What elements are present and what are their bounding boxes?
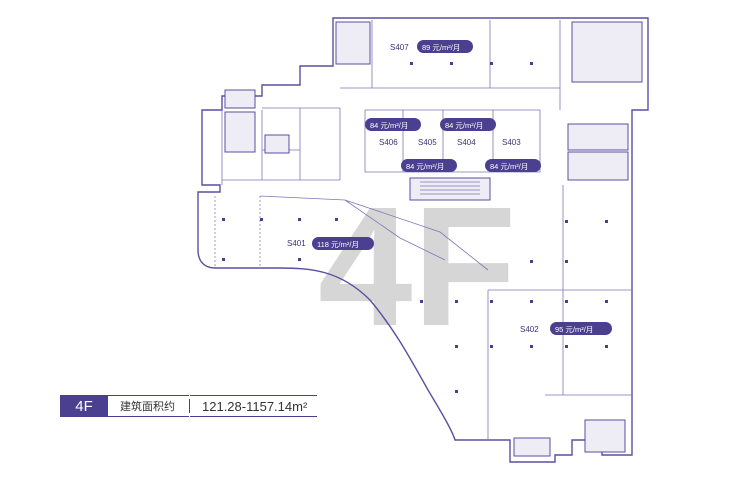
stair-core-n [335,21,371,65]
stair-core-ne [571,21,643,83]
area-legend: 4F 建筑面积约 121.28-1157.14m² [60,395,318,417]
area-label: 建筑面积约 [108,395,189,417]
area-value: 121.28-1157.14m² [190,395,318,417]
stair-core-s [584,419,626,453]
columns [222,62,608,393]
svg-text:84 元/m²/月: 84 元/m²/月 [445,121,483,130]
svg-text:84 元/m²/月: 84 元/m²/月 [370,121,408,130]
wall-s402 [487,185,632,440]
price-pill-s402: 95 元/m²/月 [550,322,612,335]
floor-tag: 4F [60,395,108,417]
price-pill-s405: 84 元/m²/月 [401,159,457,172]
atrium-edge [259,195,489,271]
price-pill-s404: 84 元/m²/月 [440,118,496,131]
wall-top [340,20,561,110]
escalator-steps [420,181,480,195]
svg-text:95 元/m²/月: 95 元/m²/月 [555,325,593,334]
svg-text:84 元/m²/月: 84 元/m²/月 [490,162,528,171]
wall-s401 [214,196,261,268]
building-outline [197,17,649,463]
price-pill-s403: 84 元/m²/月 [485,159,541,172]
price-pill-s407: 89 元/m²/月 [417,40,473,53]
svg-text:118 元/m²/月: 118 元/m²/月 [317,240,359,249]
svg-text:84 元/m²/月: 84 元/m²/月 [406,162,444,171]
stair-core-nw [224,89,256,109]
unit-label-s407: S407 [390,43,409,52]
unit-label-s401: S401 [287,239,306,248]
unit-label-s406: S406 [379,138,398,147]
area-separator [189,399,190,413]
wall-upper-left [221,107,341,185]
escalator [409,177,491,201]
wall-mid-shops [364,109,541,173]
unit-label-s403: S403 [502,138,521,147]
elevator-e [567,123,629,151]
elevator-s [513,437,551,457]
price-pill-s401: 118 元/m²/月 [312,237,374,250]
elevator-w [264,134,290,154]
price-pill-s406: 84 元/m²/月 [365,118,421,131]
unit-label-s402: S402 [520,325,539,334]
unit-label-s405: S405 [418,138,437,147]
stair-core-w [224,111,256,153]
unit-label-s404: S404 [457,138,476,147]
floor-watermark: 4F [318,172,516,362]
stair-core-e [567,151,629,181]
svg-text:89 元/m²/月: 89 元/m²/月 [422,43,460,52]
